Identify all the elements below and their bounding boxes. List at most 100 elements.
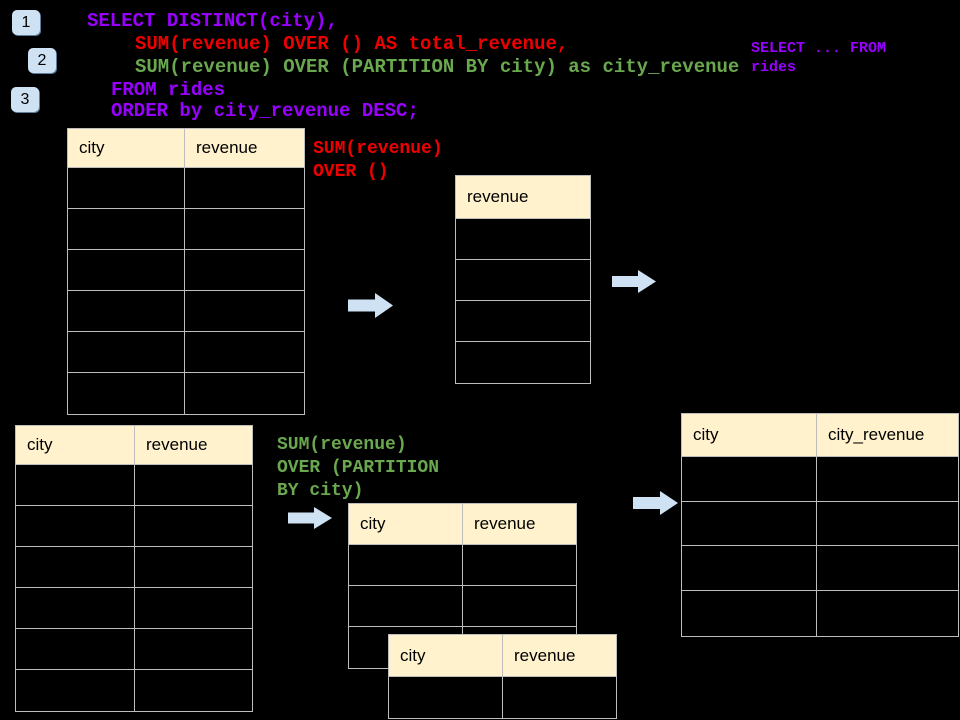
from-snippet-line1: SELECT ... FROM: [751, 40, 887, 57]
column-header-revenue: revenue: [514, 645, 576, 665]
column-header-city: city: [349, 504, 463, 544]
right-arrow-icon: [288, 507, 332, 529]
table-cell: [185, 332, 304, 372]
table-cell: [817, 546, 958, 590]
column-header-city: city: [389, 635, 503, 676]
table-row: [68, 168, 304, 209]
table-cell: [68, 168, 185, 208]
sql-line-from: FROM rides: [111, 79, 226, 101]
table-cell: [68, 209, 185, 249]
step-badge-3-label: 3: [20, 90, 30, 108]
from-snippet: SELECT ... FROM rides: [751, 39, 886, 77]
table-cell: [682, 591, 817, 636]
table-source-top: city revenue: [67, 128, 305, 415]
column-header-revenue: revenue: [467, 187, 529, 206]
table-cell: [817, 591, 958, 636]
right-arrow-icon: [348, 293, 393, 318]
annotation-partition-line3: BY city): [277, 481, 364, 501]
table-cell: [185, 373, 304, 414]
table-cell: [135, 506, 252, 546]
table-cell: [16, 629, 135, 669]
column-header-city: city: [682, 414, 817, 456]
table-row: [389, 677, 616, 718]
table-city-revenue-header: city city_revenue: [682, 414, 958, 457]
step-badge-3: 3: [11, 87, 39, 112]
step-badge-1-label: 1: [21, 13, 31, 31]
step-badge-2-label: 2: [37, 51, 47, 69]
table-row: [16, 506, 252, 547]
table-cell: [16, 670, 135, 711]
table-cell: [682, 501, 817, 546]
table-row: [456, 219, 590, 260]
table-cell: [185, 250, 304, 290]
column-header-city: city: [16, 426, 135, 464]
step-badge-1: 1: [12, 10, 40, 35]
table-row: [68, 373, 304, 414]
annotation-total-revenue: SUM(revenue) OVER (): [313, 138, 443, 184]
annotation-partition-line2: OVER (PARTITION: [277, 458, 440, 478]
table-cell: [68, 250, 185, 290]
table-cell: [16, 588, 135, 628]
sql-line-partition: SUM(revenue) OVER (PARTITION BY city) as…: [135, 56, 740, 78]
table-city-revenue-result: city city_revenue: [681, 413, 959, 637]
column-header-revenue: revenue: [474, 514, 536, 533]
table-row: [16, 547, 252, 588]
table-row: [456, 260, 590, 301]
annotation-total-line2: OVER (): [313, 162, 389, 182]
right-arrow-icon: [612, 270, 656, 293]
table-partition-group-1-header: city revenue: [349, 504, 576, 545]
column-header-revenue: revenue: [146, 435, 208, 454]
column-header-city: city: [68, 129, 185, 167]
table-source-bottom-body: [16, 465, 252, 711]
table-partition-group-2-body: [389, 677, 616, 718]
table-cell: [16, 506, 135, 546]
table-cell: [68, 291, 185, 331]
table-row: [16, 629, 252, 670]
table-cell: [135, 465, 252, 505]
table-cell: [68, 332, 185, 372]
table-cell: [389, 677, 503, 718]
table-cell: [456, 219, 590, 259]
table-row: [682, 457, 958, 502]
annotation-total-line1: SUM(revenue): [313, 139, 443, 159]
table-city-revenue-body: [682, 457, 958, 636]
table-row: [456, 342, 590, 383]
table-total-revenue-result: revenue: [455, 175, 591, 384]
table-cell: [349, 586, 463, 626]
table-cell: [456, 342, 590, 383]
table-cell: [817, 502, 958, 546]
table-source-top-body: [68, 168, 304, 414]
table-cell: [16, 547, 135, 587]
table-total-revenue-header: revenue: [456, 176, 590, 219]
right-arrow-icon: [633, 491, 678, 515]
table-row: [68, 250, 304, 291]
table-cell: [16, 465, 135, 505]
table-cell: [463, 586, 576, 626]
table-cell: [456, 260, 590, 300]
table-partition-group-1: city revenue: [348, 503, 577, 669]
table-source-bottom: city revenue: [15, 425, 253, 712]
table-cell: [463, 545, 576, 585]
table-partition-group-2: city revenue: [388, 634, 617, 719]
table-cell: [135, 588, 252, 628]
table-row: [16, 465, 252, 506]
table-cell: [349, 545, 463, 585]
sql-line-total: SUM(revenue) OVER () AS total_revenue,: [135, 33, 569, 55]
table-cell: [185, 168, 304, 208]
from-snippet-line2: rides: [751, 59, 797, 76]
table-source-top-header: city revenue: [68, 129, 304, 168]
table-row: [68, 209, 304, 250]
table-row: [349, 545, 576, 586]
table-source-bottom-header: city revenue: [16, 426, 252, 465]
table-row: [16, 670, 252, 711]
table-total-revenue-body: [456, 219, 590, 383]
table-cell: [503, 677, 616, 718]
table-cell: [68, 373, 185, 414]
table-row: [16, 588, 252, 629]
table-cell: [135, 670, 252, 711]
table-cell: [456, 301, 590, 341]
table-cell: [817, 457, 958, 501]
table-row: [68, 332, 304, 373]
